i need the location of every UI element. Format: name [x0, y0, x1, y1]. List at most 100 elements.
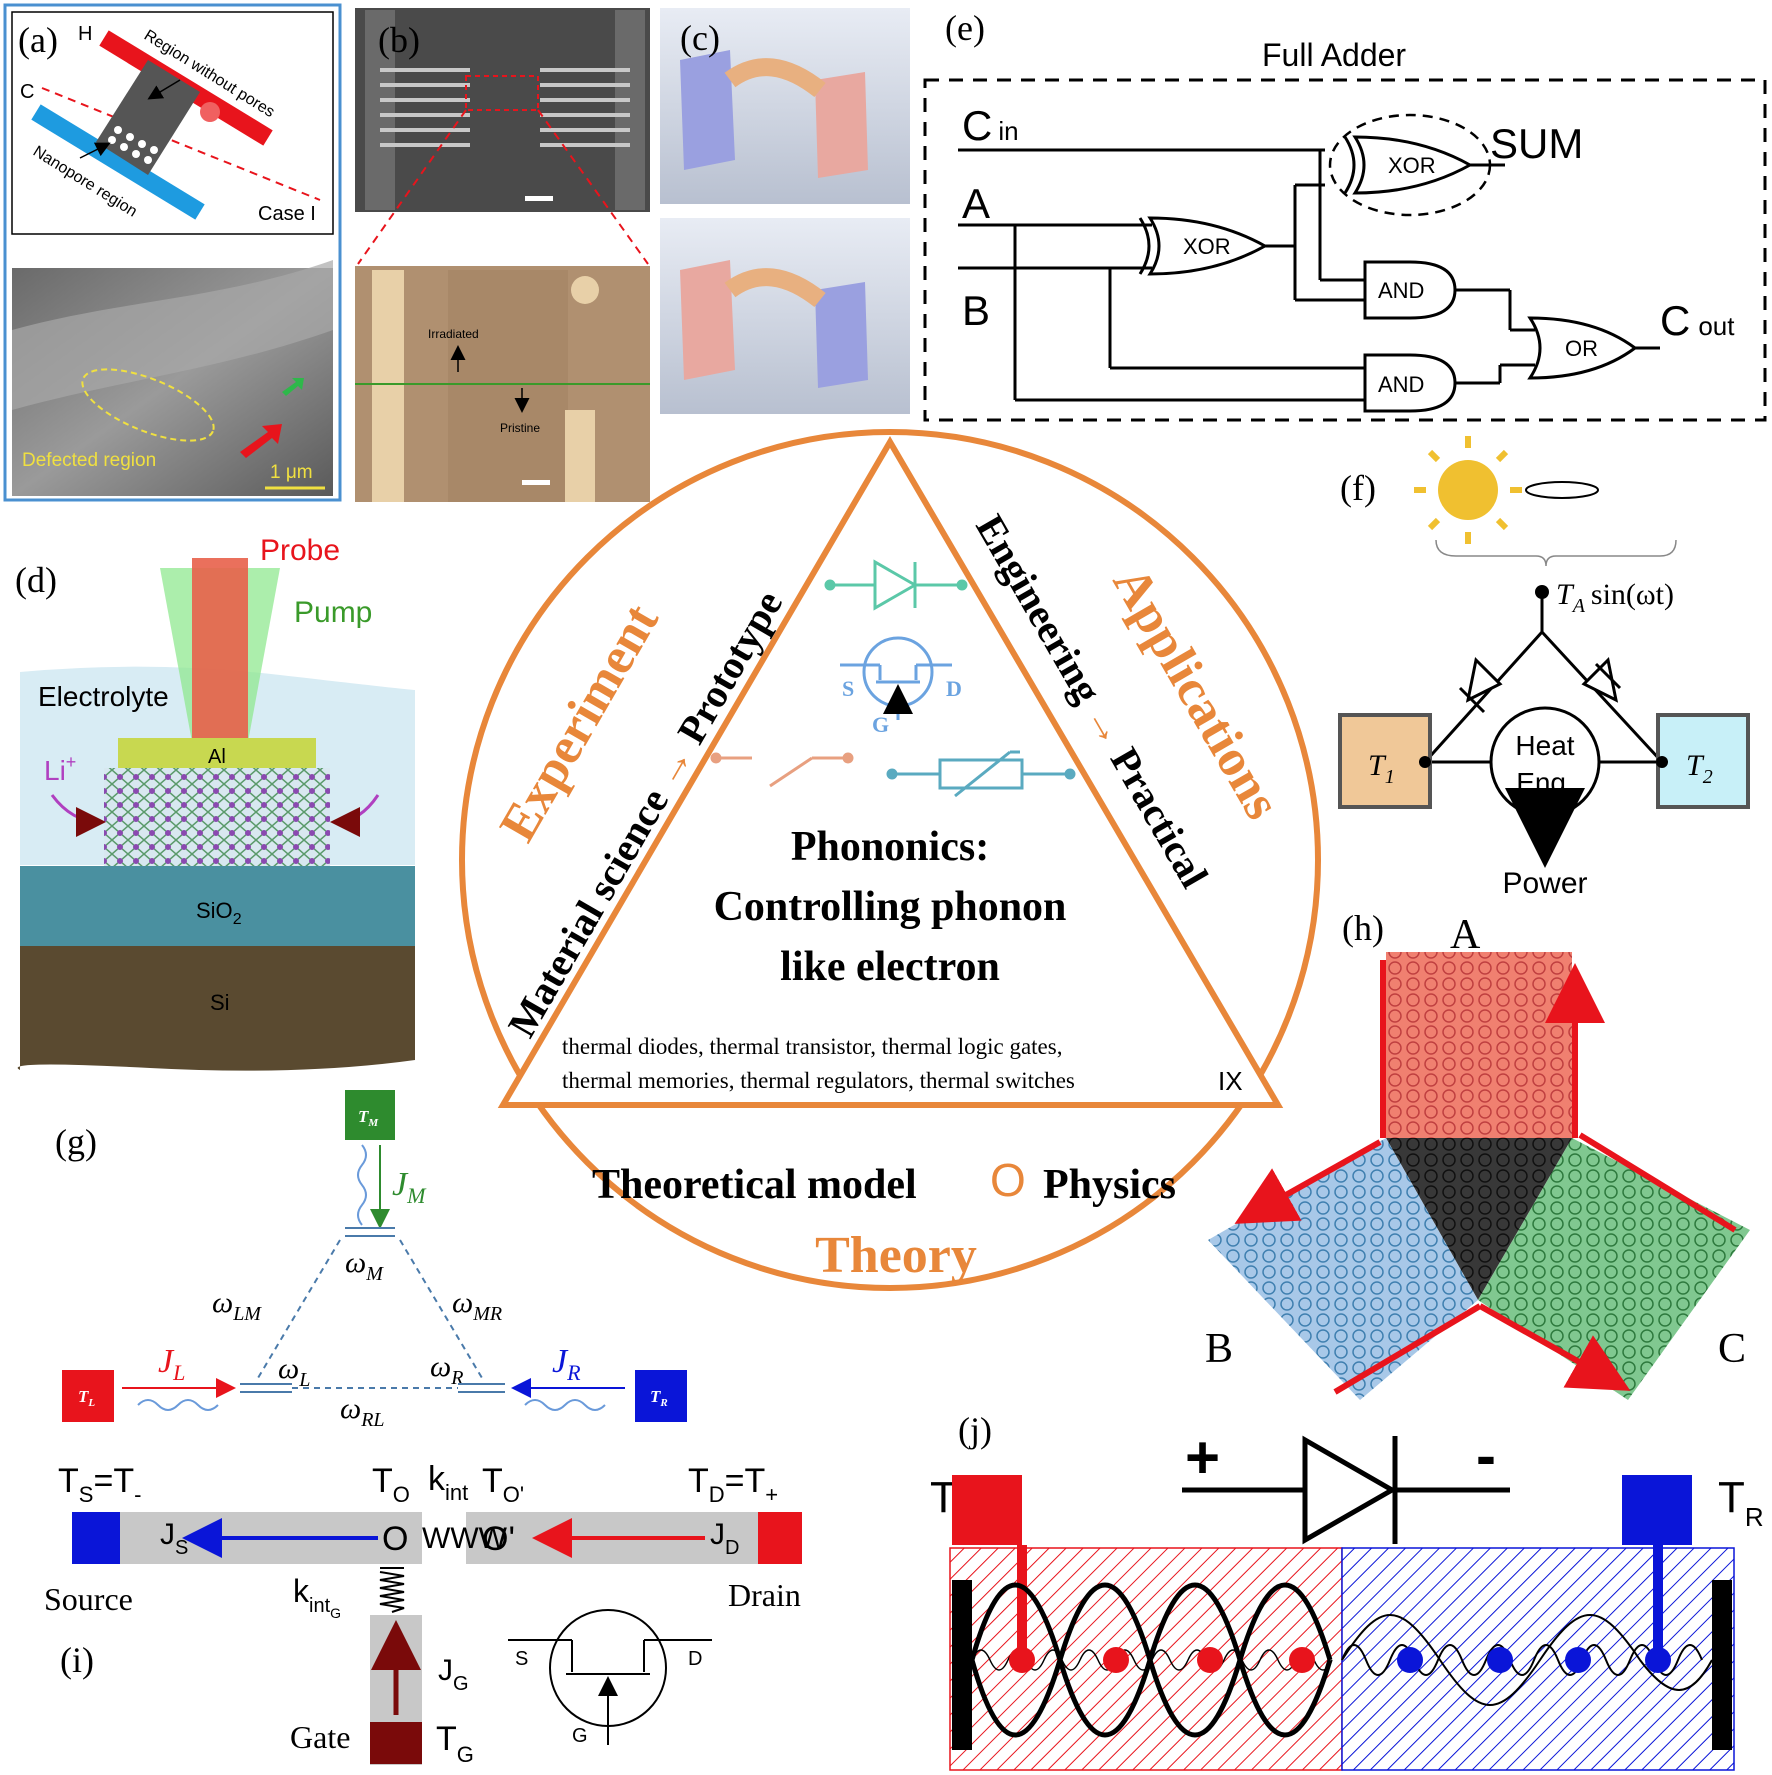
panel-d-label: (d) [15, 560, 57, 600]
hot-block-bottom [680, 260, 735, 380]
transistor-d: D [946, 676, 962, 701]
probe-beam [192, 558, 248, 744]
case-label: Case I [258, 203, 316, 225]
circle-mark: O [990, 1154, 1026, 1206]
diode-icon [824, 559, 968, 611]
comb-electrode-left [380, 68, 470, 147]
irradiated-label: Irradiated [428, 327, 479, 341]
td-label: TD=T+ [688, 1462, 778, 1507]
dashed-boundary [41, 87, 321, 201]
tr-reservoir [635, 1370, 687, 1422]
to-label: TO [372, 1462, 410, 1507]
scale-label: 1 μm [270, 462, 313, 483]
bridge-top [724, 58, 826, 98]
svg-text:XOR: XOR [1183, 234, 1231, 259]
center-title-2: Controlling phonon [714, 884, 1067, 930]
jm-label: JM [392, 1166, 427, 1208]
zoom-box [465, 75, 539, 111]
sym-d: D [688, 1648, 702, 1670]
panel-e-label: (e) [945, 8, 985, 48]
cold-block-bottom [815, 282, 868, 388]
si-label: Si [210, 990, 230, 1015]
defected-region-ellipse [81, 368, 215, 442]
top-label: TO' [482, 1462, 524, 1507]
op-label: O' [482, 1520, 515, 1558]
adder-dashed-frame [923, 78, 1767, 422]
li-arrow-right [330, 794, 380, 837]
theoretical-model-label: Theoretical model [592, 1162, 917, 1208]
panel-a-c-label: C [20, 81, 34, 103]
tr-reservoir [1622, 1475, 1692, 1545]
diode-right-icon [1581, 656, 1622, 703]
magnifier-icon [200, 102, 220, 122]
li-label: Li+ [44, 752, 76, 786]
wrl-label: ωRL [340, 1392, 385, 1431]
power-label: Power [1502, 867, 1587, 900]
left-wave-2 [969, 1582, 1333, 1738]
eng-label: Eng. [1516, 767, 1574, 798]
xor-gate-1: XOR [1138, 216, 1269, 276]
mosfet-symbol-icon [508, 1609, 712, 1745]
cold-atoms [1397, 1647, 1671, 1673]
tl-reservoir [62, 1370, 114, 1422]
gate-label: Gate [290, 1719, 350, 1755]
panel-d: (d) Probe Pump Electrolyte Al Li+ SiO2 S… [15, 534, 415, 1071]
sym-s: S [515, 1648, 528, 1670]
diode-symbol-icon [1182, 1435, 1510, 1545]
source-label: Source [44, 1581, 133, 1617]
tm-label: TM [358, 1107, 379, 1129]
t1-label: T1 [1368, 749, 1395, 788]
wmr-coupling [399, 1239, 483, 1379]
jr-label: JR [552, 1343, 581, 1385]
li-arrow-left [50, 794, 106, 837]
hot-atoms [1009, 1647, 1315, 1673]
and-gate-1: AND [1363, 260, 1457, 320]
wlm-coupling [257, 1239, 341, 1379]
wl-label: ωL [278, 1352, 310, 1391]
branch-c [1478, 1138, 1750, 1400]
transistor-s: S [842, 676, 854, 701]
panel-i: TS=T- TO kint TO' TD=T+ JS O WWW O' JD S… [44, 1460, 802, 1767]
branch-a-label: A [1450, 912, 1481, 958]
panel-c-label: (c) [680, 18, 720, 58]
right-wave [1341, 1644, 1703, 1676]
t2-reservoir [1656, 713, 1750, 809]
defected-region-label: Defected region [22, 450, 156, 471]
regulator-icon [886, 750, 1076, 798]
center-title-1: Phononics: [791, 824, 989, 870]
tr-label: TR [650, 1387, 668, 1409]
panel-a-h-label: H [78, 23, 92, 45]
probe-label: Probe [260, 534, 340, 567]
tl-wave [137, 1399, 219, 1411]
tr-wave [524, 1399, 606, 1411]
panel-g: (g) TM JM ωM ωLM ωMR TL JL ωL ωR ωRL JR … [55, 1090, 687, 1431]
si-substrate [17, 946, 415, 1071]
comb-electrode-right [540, 68, 630, 147]
panel-h-label: (h) [1342, 908, 1384, 948]
sum-label: SUM [1490, 120, 1583, 167]
panel-g-label: (g) [55, 1122, 97, 1162]
plus-sign: + [1185, 1424, 1220, 1491]
region-pointer [147, 79, 181, 100]
zoom-line-right [537, 109, 649, 265]
jg-label: JG [438, 1654, 469, 1695]
tl-label: TL [78, 1387, 95, 1409]
adder-wires [958, 148, 1660, 402]
al-label: Al [208, 746, 226, 768]
cold-block-top [680, 50, 735, 170]
full-adder-title: Full Adder [1262, 37, 1406, 73]
panel-c: (c) [660, 8, 910, 414]
panel-b: (b) Irradiated Pristine [355, 8, 650, 502]
drain-label: Drain [728, 1577, 801, 1613]
js-label: JS [160, 1518, 188, 1559]
kint-spring: WWW [422, 1522, 508, 1555]
red-arrow-icon [240, 424, 282, 458]
branch-c-label: C [1718, 1326, 1746, 1372]
hot-block-top [815, 72, 868, 178]
sio2-layer [20, 866, 415, 946]
zoom-line-left [357, 109, 467, 265]
svg-text:XOR: XOR [1388, 153, 1436, 178]
pump-label: Pump [294, 596, 372, 629]
